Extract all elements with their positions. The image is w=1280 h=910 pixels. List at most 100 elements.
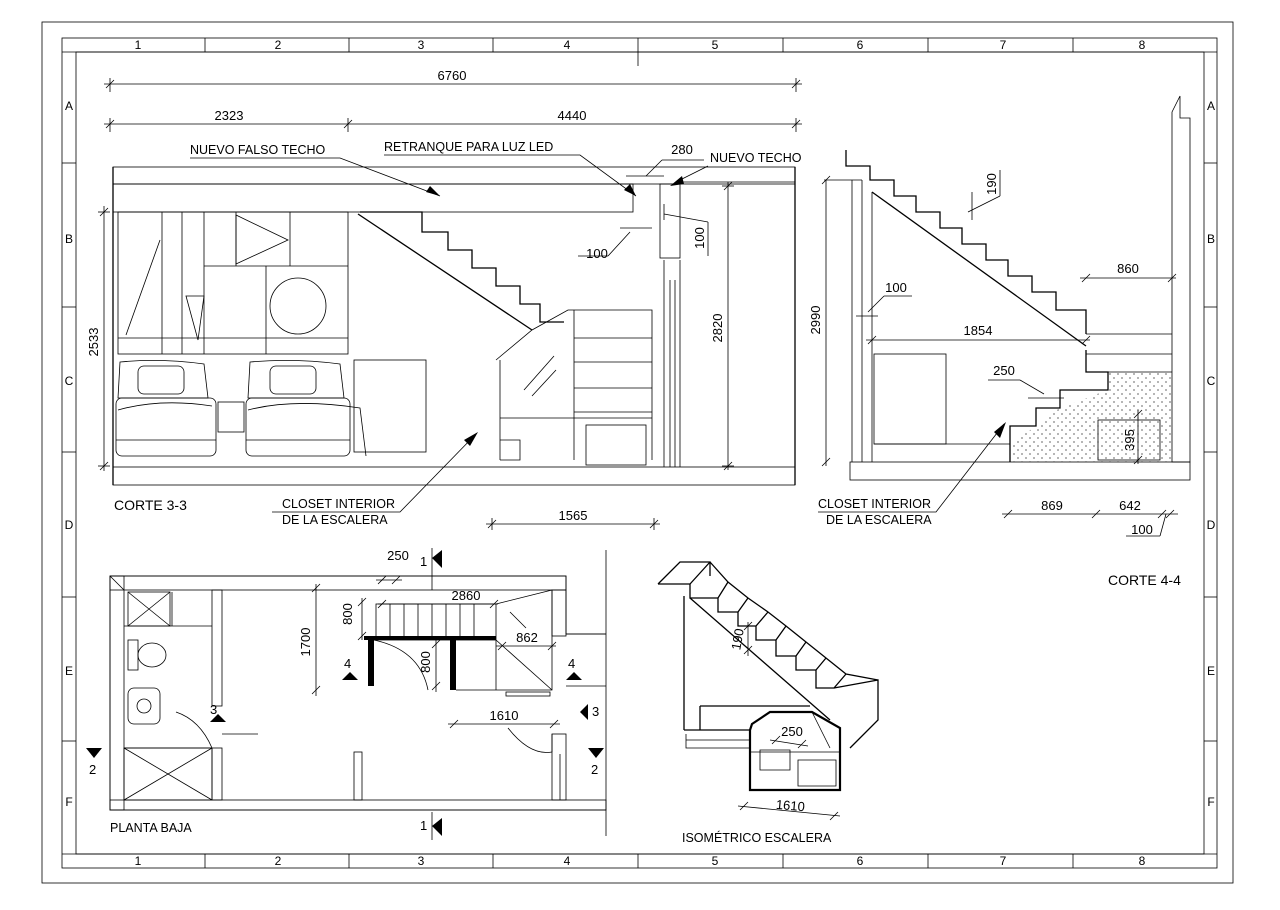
dim-250-plan: 250 xyxy=(387,548,409,563)
marker-2-right-label: 2 xyxy=(591,762,598,777)
label-nuevo-falso-techo: NUEVO FALSO TECHO xyxy=(190,143,325,157)
dim-line-250-iso xyxy=(769,735,809,749)
label-retranque-led: RETRANQUE PARA LUZ LED xyxy=(384,140,553,154)
dim-line-100-44 xyxy=(856,295,912,317)
closet-header xyxy=(364,636,496,640)
landing-44 xyxy=(1086,333,1172,373)
dim-100b: 100 xyxy=(692,227,707,249)
dim-800a: 800 xyxy=(340,603,355,625)
marker-1-bottom-label: 1 xyxy=(420,818,427,833)
corte-3-3-section: 6760 2323 4440 xyxy=(86,68,802,530)
dim-280: 280 xyxy=(671,142,693,157)
dim-862: 862 xyxy=(516,630,538,645)
bath-fixtures xyxy=(123,591,258,801)
grid-col-2-bottom: 2 xyxy=(275,854,282,868)
grid-column-labels-bottom: 1 2 3 4 5 6 7 8 xyxy=(135,854,1146,868)
dim-line-2533 xyxy=(98,206,110,471)
grid-col-8: 8 xyxy=(1139,38,1146,52)
iso-steps xyxy=(657,561,879,749)
section-marker-1-top xyxy=(431,548,442,590)
grid-col-4: 4 xyxy=(564,38,571,52)
cabinet-44 xyxy=(873,353,947,445)
title-corte-4-4: CORTE 4-4 xyxy=(1108,572,1181,588)
closet-box-44 xyxy=(1097,419,1161,461)
dim-line-2990 xyxy=(821,175,831,467)
dim-line-2820 xyxy=(722,181,734,471)
grid-row-labels-right: A B C D E F xyxy=(1207,99,1216,809)
wall-bath xyxy=(211,589,223,707)
closet-hatch-44 xyxy=(1010,372,1172,462)
grid-col-7-bottom: 7 xyxy=(1000,854,1007,868)
wall-top xyxy=(109,575,567,591)
label-closet-44-line2: DE LA ESCALERA xyxy=(826,513,932,527)
title-isometrico: ISOMÉTRICO ESCALERA xyxy=(682,830,832,845)
arrow-closet-33 xyxy=(464,432,478,446)
leader-falso-techo xyxy=(190,157,441,197)
dim-line-860 xyxy=(1080,273,1177,283)
grid-col-5: 5 xyxy=(712,38,719,52)
grid-row-f: F xyxy=(65,795,72,809)
dim-100b-44: 100 xyxy=(1131,522,1153,537)
marker-3-left-label: 3 xyxy=(210,702,217,717)
dim-line-280 xyxy=(626,159,704,177)
corte-4-4-section: 190 860 100 2990 1854 250 395 xyxy=(808,95,1191,588)
dim-2820: 2820 xyxy=(710,314,725,343)
grid-row-labels-left: A B C D E F xyxy=(65,99,74,809)
grid-col-2: 2 xyxy=(275,38,282,52)
floor-slab-44 xyxy=(849,461,1191,481)
wall-right-upper xyxy=(551,589,567,637)
dim-395: 395 xyxy=(1122,429,1137,451)
wall-right-44 xyxy=(1171,95,1191,463)
dim-line-800a xyxy=(357,597,367,641)
section-marker-3-left xyxy=(210,714,226,722)
grid-row-b: B xyxy=(65,232,73,246)
right-wall-hatch xyxy=(659,183,681,259)
section-marker-4-right xyxy=(566,672,582,680)
dim-869: 869 xyxy=(1041,498,1063,513)
title-corte-3-3: CORTE 3-3 xyxy=(114,497,187,513)
grid-col-3-bottom: 3 xyxy=(418,854,425,868)
dim-100-44: 100 xyxy=(885,280,907,295)
marker-1-top-label: 1 xyxy=(420,554,427,569)
plan-outer-walls xyxy=(109,575,606,811)
grid-col-3: 3 xyxy=(418,38,425,52)
grid-row-c-right: C xyxy=(1207,374,1216,388)
grid-row-a-right: A xyxy=(1207,99,1215,113)
wall-stub xyxy=(353,751,363,801)
grid-column-dividers xyxy=(62,38,1217,868)
arrow-nuevo-techo xyxy=(670,176,684,186)
section-marker-1-bottom xyxy=(431,812,442,840)
closet-rail-left xyxy=(368,638,374,686)
leader-closet-44 xyxy=(818,423,1005,513)
arrow-falso-techo xyxy=(426,186,440,196)
bed-left xyxy=(115,360,217,457)
title-planta-baja: PLANTA BAJA xyxy=(110,821,192,835)
dim-line-100b xyxy=(663,204,709,256)
dim-1565: 1565 xyxy=(559,508,588,523)
dim-line-1610-plan xyxy=(448,719,560,729)
iso-closet-detail xyxy=(685,711,840,787)
dim-line-250-plan xyxy=(376,575,402,585)
stair-soffit-44 xyxy=(871,191,1087,347)
dim-250-iso: 250 xyxy=(781,724,803,739)
dim-line-1610-iso xyxy=(737,801,841,821)
leader-closet-33 xyxy=(272,433,477,513)
dim-6760: 6760 xyxy=(438,68,467,83)
label-closet-line2: DE LA ESCALERA xyxy=(282,513,388,527)
grid-row-e: E xyxy=(65,664,73,678)
arrow-closet-44 xyxy=(994,422,1006,438)
planta-baja-plan: 1 1 2 2 3 3 4 4 250 2860 800 xyxy=(86,548,607,840)
sheet-frame xyxy=(41,21,1234,884)
dim-2990: 2990 xyxy=(808,306,823,335)
dim-line-190-iso xyxy=(743,621,753,656)
grid-col-5-bottom: 5 xyxy=(712,854,719,868)
grid-col-4-bottom: 4 xyxy=(564,854,571,868)
grid-row-b-right: B xyxy=(1207,232,1215,246)
section-marker-2-left xyxy=(86,748,102,758)
door-swing-entry xyxy=(507,727,553,753)
staircase-section xyxy=(357,211,564,331)
grid-row-d-right: D xyxy=(1207,518,1216,532)
wall-left xyxy=(109,575,125,811)
